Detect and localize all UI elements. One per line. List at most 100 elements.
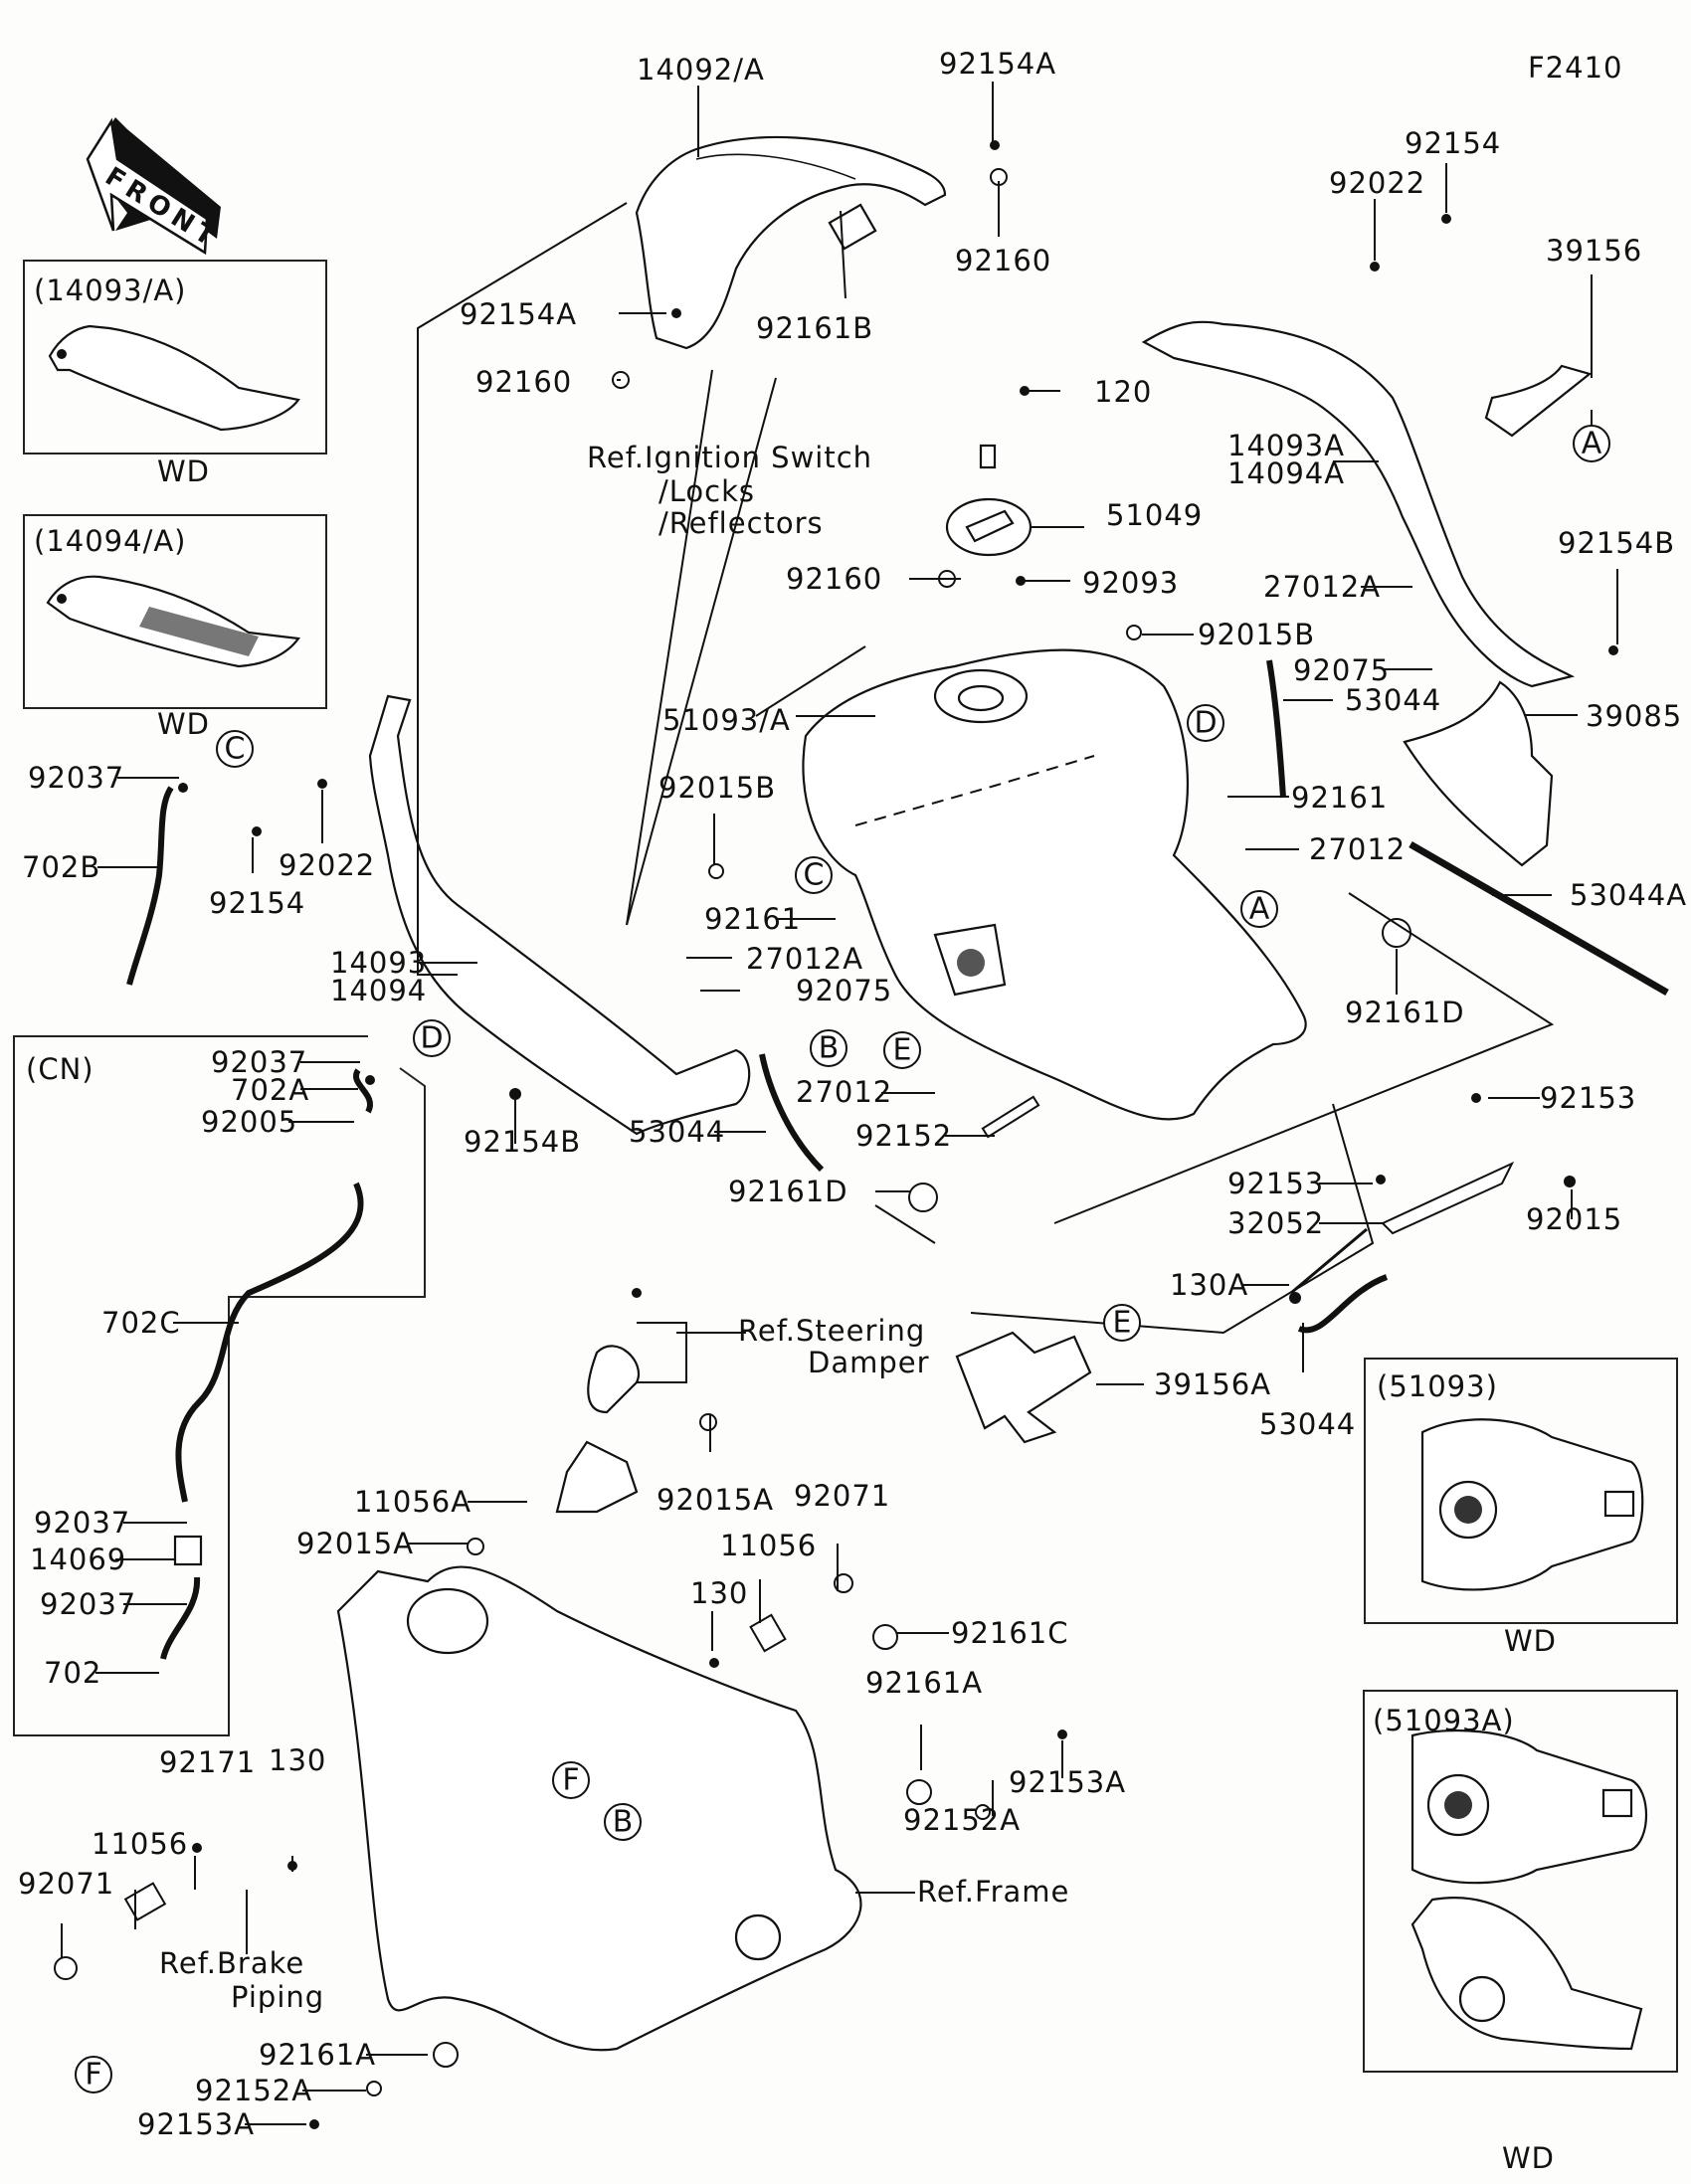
- label-702B: 702B: [22, 850, 100, 884]
- label-92153: 92153: [1540, 1081, 1636, 1115]
- fuel-tank: [802, 648, 1307, 1121]
- label-92153: 92153: [1227, 1167, 1324, 1200]
- inset-caption: WD: [1504, 1624, 1557, 1658]
- label-14094: 14094: [330, 974, 427, 1007]
- label-11056: 11056: [92, 1827, 188, 1861]
- leader-lines: [61, 82, 1618, 2125]
- label-92152: 92152: [855, 1119, 952, 1153]
- label-14094A: 14094A: [1227, 456, 1345, 490]
- label-92161D: 92161D: [1345, 996, 1465, 1029]
- callout-B-frame: B: [604, 1803, 642, 1841]
- cover-14093A: [1141, 320, 1576, 688]
- front-arrow-icon: FRONT: [86, 117, 225, 256]
- inset-14093A: (14093/A) WD: [23, 260, 327, 488]
- label-92037: 92037: [34, 1506, 130, 1540]
- label-92152A: 92152A: [903, 1803, 1021, 1837]
- label-92022: 92022: [1329, 166, 1425, 200]
- hose-702C: [175, 1182, 364, 1503]
- callout-B-tank: B: [810, 1029, 847, 1067]
- svg-text:F: F: [562, 1763, 579, 1798]
- callout-F-left: F: [75, 2056, 112, 2093]
- svg-text:C: C: [225, 732, 246, 767]
- svg-text:B: B: [819, 1031, 840, 1066]
- label-92015B: 92015B: [658, 771, 776, 805]
- label-14093A: 14093A: [1227, 429, 1345, 462]
- label-92154A: 92154A: [460, 297, 577, 331]
- label-92015B: 92015B: [1198, 618, 1315, 651]
- label-53044: 53044: [1345, 683, 1441, 717]
- label-14093: 14093: [330, 946, 427, 980]
- ref-steering: Ref.Steering: [738, 1314, 925, 1348]
- label-92037: 92037: [40, 1587, 136, 1621]
- label-702: 702: [44, 1656, 101, 1690]
- label-92015: 92015: [1526, 1202, 1622, 1236]
- ref-damper: Damper: [808, 1346, 930, 1379]
- inset-51093: (51093) WD: [1364, 1358, 1678, 1658]
- svg-text:D: D: [1194, 706, 1217, 741]
- label-27012: 27012: [1309, 832, 1406, 866]
- strip-53044A: [1409, 840, 1669, 997]
- callout-C-tank: C: [795, 856, 833, 894]
- svg-text:E: E: [893, 1033, 912, 1068]
- label-130: 130: [269, 1743, 326, 1777]
- label-702C: 702C: [101, 1306, 181, 1340]
- label-92160: 92160: [786, 562, 882, 596]
- diagram-code: F2410: [1528, 51, 1622, 85]
- strip-53044-right: [1266, 659, 1286, 799]
- hose-702: [160, 1576, 201, 1660]
- label-92153A: 92153A: [137, 2107, 255, 2141]
- label-92015A: 92015A: [296, 1527, 414, 1560]
- label-39085: 39085: [1586, 699, 1682, 733]
- label-11056: 11056: [720, 1529, 817, 1562]
- trim-39085: [1403, 680, 1554, 867]
- label-702A: 702A: [231, 1073, 309, 1107]
- sticker-39156: [1484, 364, 1593, 438]
- part-labels: 14092/A 92154A 92160 92161B 92154A 92160…: [18, 47, 1687, 2141]
- label-11056A: 11056A: [354, 1485, 471, 1519]
- label-27012A: 27012A: [746, 942, 863, 976]
- label-130: 130: [690, 1576, 748, 1610]
- callouts: A A B B C C D D E E F F: [75, 425, 1610, 2093]
- label-14092A: 14092/A: [637, 53, 765, 87]
- ref-reflectors: /Reflectors: [658, 506, 824, 540]
- label-92154A: 92154A: [939, 47, 1056, 81]
- inset-title: (CN): [26, 1052, 94, 1086]
- callout-A-right: A: [1573, 425, 1610, 462]
- inset-cn: (CN): [13, 1035, 426, 1736]
- bracket-11056A: [555, 1440, 639, 1514]
- inset-title: (14093/A): [34, 273, 187, 307]
- inset-caption: WD: [157, 455, 210, 488]
- cover-14093: [368, 694, 751, 1136]
- strip-53044-left: [759, 1053, 825, 1173]
- steering-damper-bracket: [587, 1345, 640, 1414]
- cover-14092A: [635, 135, 947, 350]
- label-92093: 92093: [1082, 566, 1179, 600]
- svg-text:D: D: [420, 1021, 443, 1056]
- callout-D-tank: D: [1187, 704, 1224, 742]
- label-92075: 92075: [796, 974, 892, 1007]
- label-53044: 53044: [629, 1115, 725, 1149]
- label-92161B: 92161B: [756, 311, 873, 345]
- strip-53044-low: [1297, 1274, 1389, 1334]
- label-92161C: 92161C: [951, 1616, 1069, 1650]
- ref-locks: /Locks: [658, 474, 755, 508]
- label-92161: 92161: [704, 902, 801, 936]
- callout-C-left: C: [216, 730, 254, 768]
- label-92037: 92037: [28, 761, 124, 795]
- label-92152A: 92152A: [195, 2074, 312, 2107]
- label-92161A: 92161A: [865, 1666, 983, 1700]
- svg-text:C: C: [804, 858, 825, 893]
- label-92154B: 92154B: [464, 1125, 581, 1159]
- bolt-130A: [1290, 1227, 1368, 1295]
- ref-piping: Piping: [231, 1980, 324, 2014]
- inset-title: (51093): [1377, 1369, 1498, 1403]
- inset-14094A: (14094/A) WD: [23, 514, 327, 741]
- fuel-cap-51049: [945, 444, 1033, 557]
- hose-702A: [353, 1068, 373, 1114]
- svg-text:A: A: [1582, 427, 1602, 461]
- label-53044A: 53044A: [1570, 878, 1687, 912]
- label-27012A: 27012A: [1263, 570, 1381, 604]
- callout-E-tank: E: [883, 1031, 921, 1069]
- ref-frame: Ref.Frame: [917, 1875, 1069, 1909]
